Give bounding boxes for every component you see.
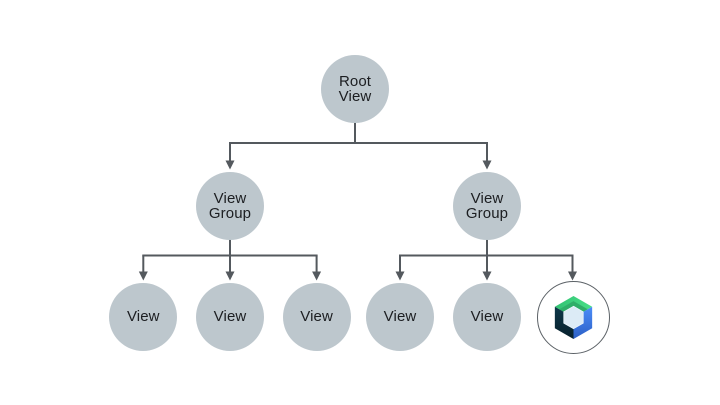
arrowhead-view2 <box>225 271 235 281</box>
arrowhead-view5 <box>482 271 492 281</box>
node-label: View <box>383 308 417 326</box>
node-view-group-left: View Group <box>196 172 264 240</box>
node-label: View <box>470 308 504 326</box>
node-view-3: View <box>282 283 351 351</box>
node-view-group-right: View Group <box>453 172 521 240</box>
arrowhead-compose <box>568 271 577 281</box>
node-root-view: Root View <box>321 55 389 123</box>
node-label: View <box>338 88 372 105</box>
node-view-4: View <box>366 283 434 351</box>
node-jetpack-compose <box>536 281 610 354</box>
node-label: View <box>470 189 504 207</box>
node-label: Root <box>338 72 372 90</box>
node-label: Group <box>208 205 252 222</box>
connector-root-to-groups <box>225 120 492 170</box>
jetpack-compose-logo-icon <box>554 295 592 340</box>
node-label: View <box>300 308 333 326</box>
node-view-1: View <box>109 283 178 351</box>
arrowhead-view1 <box>138 271 148 281</box>
node-view-5: View <box>453 283 521 351</box>
arrowhead-group-left <box>225 160 235 170</box>
node-label: View <box>126 308 160 326</box>
arrowhead-view4 <box>395 271 405 281</box>
arrowhead-group-right <box>482 160 492 170</box>
compose-face-green-bevel <box>558 301 588 312</box>
compose-inner-hex <box>562 305 584 330</box>
node-view-2: View <box>196 283 264 351</box>
connector-right-group-to-views <box>395 238 577 281</box>
node-label: Group <box>465 205 509 222</box>
connector-left-group-to-views <box>138 238 322 281</box>
node-label: View <box>213 189 247 207</box>
node-label: View <box>213 308 247 326</box>
arrowhead-view3 <box>312 271 322 281</box>
